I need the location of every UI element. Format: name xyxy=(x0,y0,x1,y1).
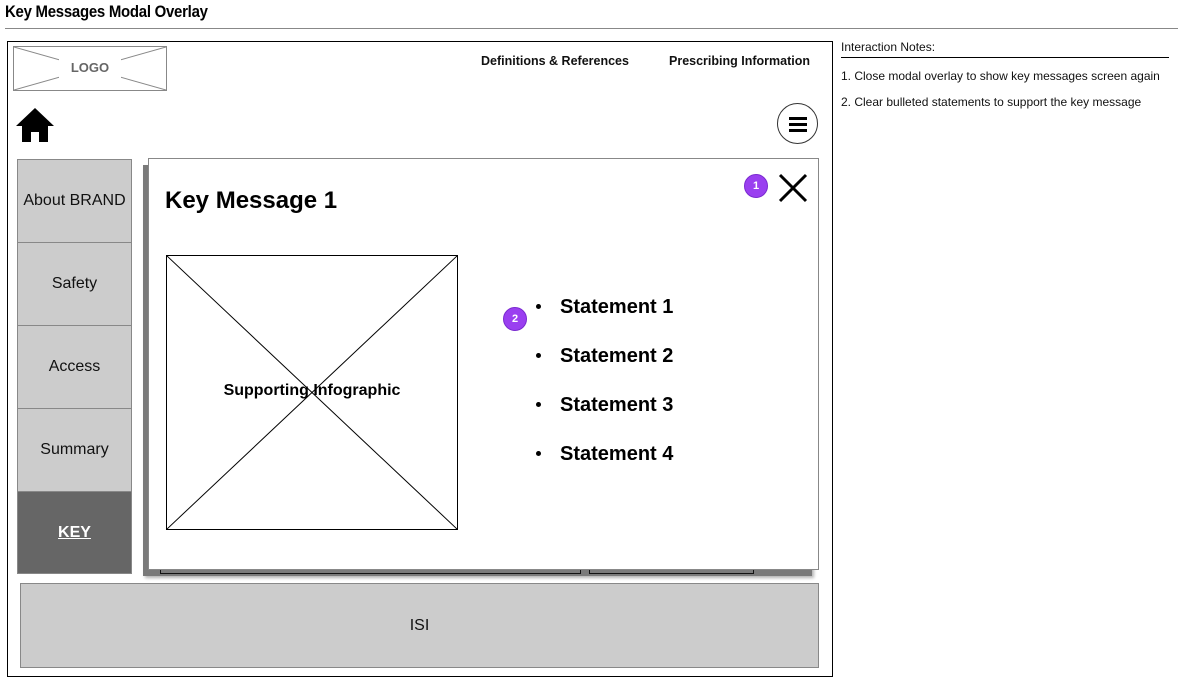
sidebar-item-summary[interactable]: Summary xyxy=(17,408,132,491)
statement-item: Statement 2 xyxy=(534,342,673,391)
logo-placeholder[interactable]: LOGO xyxy=(13,46,167,91)
key-message-modal: Key Message 1 1 Supporting Infographic 2… xyxy=(148,158,819,570)
hamburger-bar xyxy=(789,123,807,126)
statement-list: Statement 1 Statement 2 Statement 3 Stat… xyxy=(534,293,673,489)
sidebar-nav: About BRAND Safety Access Summary KEY xyxy=(17,159,132,574)
placeholder-cross-icon xyxy=(14,47,166,90)
page-title: Key Messages Modal Overlay xyxy=(5,2,208,21)
definitions-references-link[interactable]: Definitions & References xyxy=(481,54,629,68)
isi-label: ISI xyxy=(409,616,430,634)
interaction-notes: Interaction Notes: 1. Close modal overla… xyxy=(841,40,1169,109)
sidebar-item-access[interactable]: Access xyxy=(17,325,132,408)
sidebar-item-safety[interactable]: Safety xyxy=(17,242,132,325)
logo-label: LOGO xyxy=(70,60,110,75)
placeholder-cross-icon xyxy=(167,256,457,529)
annotation-badge-2: 2 xyxy=(503,307,527,331)
notes-title: Interaction Notes: xyxy=(841,40,1169,58)
statement-item: Statement 4 xyxy=(534,440,673,489)
bullet-icon xyxy=(536,353,541,358)
title-divider xyxy=(5,28,1178,29)
note-item: 2. Clear bulleted statements to support … xyxy=(841,95,1142,109)
modal-title: Key Message 1 xyxy=(165,187,338,214)
isi-panel[interactable]: ISI xyxy=(20,583,819,668)
statement-label: Statement 3 xyxy=(560,394,674,416)
bullet-icon xyxy=(536,451,541,456)
supporting-infographic-placeholder: Supporting Infographic xyxy=(166,255,458,530)
infographic-label: Supporting Infographic xyxy=(223,382,401,399)
close-x-icon xyxy=(778,173,808,203)
hamburger-menu-icon xyxy=(789,117,807,120)
sidebar-item-key[interactable]: KEY xyxy=(17,491,132,574)
close-modal-button[interactable] xyxy=(776,171,810,205)
note-item: 1. Close modal overlay to show key messa… xyxy=(841,69,1160,83)
bullet-icon xyxy=(536,304,541,309)
hamburger-menu-button[interactable] xyxy=(777,103,818,144)
bullet-icon xyxy=(536,402,541,407)
statement-label: Statement 1 xyxy=(560,296,674,318)
prescribing-information-link[interactable]: Prescribing Information xyxy=(669,54,810,68)
home-icon[interactable] xyxy=(15,107,55,143)
statement-label: Statement 4 xyxy=(560,443,674,465)
annotation-badge-1: 1 xyxy=(744,174,768,198)
statement-item: Statement 3 xyxy=(534,391,673,440)
hamburger-bar xyxy=(789,129,807,132)
statement-item: Statement 1 xyxy=(534,293,673,342)
sidebar-item-about-brand[interactable]: About BRAND xyxy=(17,159,132,242)
statement-label: Statement 2 xyxy=(560,345,674,367)
